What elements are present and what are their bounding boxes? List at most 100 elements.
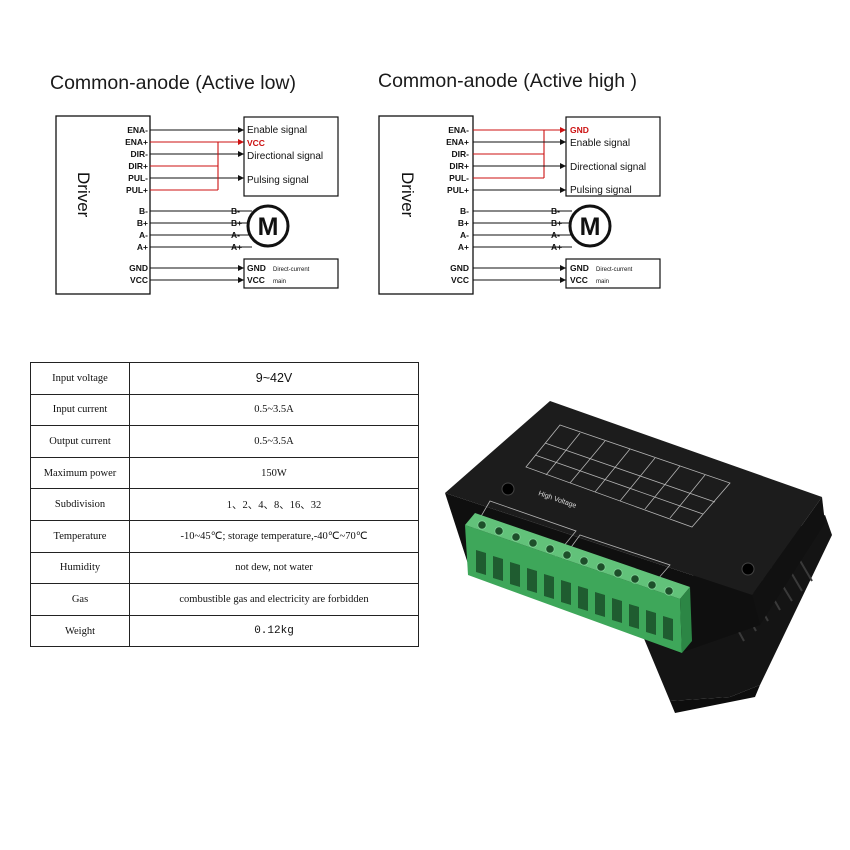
vcc-common-wires — [150, 141, 244, 191]
wiring-diagram-active-low: Driver ENA- ENA+ DIR- DIR+ PUL- PUL+ B- … — [55, 115, 339, 295]
motor-wires — [150, 210, 252, 248]
motor-pin-label: A+ — [551, 242, 562, 252]
power-gnd-label: GND — [570, 263, 589, 273]
directional-signal-label: Directional signal — [247, 151, 323, 162]
motor-icon — [246, 204, 290, 248]
power-desc-1: Direct-current — [596, 267, 633, 273]
spec-value: 0.5~3.5A — [129, 393, 419, 427]
motor-pin-label: A- — [231, 230, 240, 240]
motor-wires — [473, 210, 572, 248]
pin-label: ENA+ — [446, 137, 469, 147]
spec-value: combustible gas and electricity are forb… — [129, 583, 419, 616]
diagram-2-title: Common-anode (Active high ) — [378, 70, 638, 92]
spec-label: Input voltage — [30, 362, 130, 395]
driver-label: Driver — [74, 172, 93, 218]
spec-value: -10~45℃; storage temperature,-40℃~70℃ — [129, 519, 419, 553]
motor-pin-label: B+ — [231, 218, 242, 228]
spec-label: Weight — [30, 614, 130, 648]
spec-label: Temperature — [30, 519, 130, 553]
pin-label: VCC — [130, 275, 148, 285]
motor-pin-label: A- — [551, 230, 560, 240]
vcc-label: VCC — [247, 138, 265, 148]
spec-row: Humidity not dew, not water — [30, 551, 419, 585]
pin-label: A+ — [458, 242, 469, 252]
spec-row: Maximum power 150W — [30, 456, 419, 490]
pulsing-signal-label: Pulsing signal — [570, 185, 632, 196]
pin-label: DIR- — [131, 149, 149, 159]
pin-label: PUL- — [128, 173, 148, 183]
enable-signal-label: Enable signal — [570, 138, 630, 149]
power-desc-2: main — [273, 279, 286, 285]
pin-label: ENA- — [448, 125, 469, 135]
spec-label: Gas — [30, 583, 130, 616]
spec-row: Output current 0.5~3.5A — [30, 425, 419, 458]
motor-label: M — [580, 213, 601, 241]
spec-value: 0.5~3.5A — [129, 425, 419, 458]
gnd-label: GND — [570, 125, 589, 135]
wiring-diagram-active-high: Driver ENA- ENA+ DIR- DIR+ PUL- PUL+ B- … — [378, 115, 661, 295]
pin-label: DIR- — [452, 149, 470, 159]
pin-label: A- — [460, 230, 469, 240]
signal-box — [243, 116, 339, 197]
driver-box — [55, 115, 151, 295]
pin-label: ENA+ — [125, 137, 148, 147]
gnd-common-wires — [473, 129, 566, 179]
pin-label: B+ — [458, 218, 469, 228]
motor-label: M — [258, 213, 279, 241]
spec-row: Input voltage 9~42V — [30, 362, 419, 395]
spec-label: Maximum power — [30, 456, 130, 490]
spec-value: 9~42V — [129, 362, 419, 395]
pin-label: PUL+ — [126, 185, 148, 195]
pin-label: PUL- — [449, 173, 469, 183]
pin-label: VCC — [451, 275, 469, 285]
spec-row: Input current 0.5~3.5A — [30, 393, 419, 427]
spec-label: Humidity — [30, 551, 130, 585]
power-vcc-label: VCC — [247, 275, 265, 285]
terminal-block — [465, 513, 692, 653]
spec-row: Subdivision 1、2、4、8、16、32 — [30, 488, 419, 521]
pin-label: PUL+ — [447, 185, 469, 195]
mount-hole — [501, 482, 515, 496]
pin-label: A+ — [137, 242, 148, 252]
pulsing-signal-label: Pulsing signal — [247, 175, 309, 186]
case-side — [752, 497, 825, 625]
driver-box — [378, 115, 474, 295]
pin-label: DIR+ — [449, 161, 469, 171]
power-wires — [150, 267, 244, 281]
signal-box — [565, 116, 661, 197]
pin-label: B- — [139, 206, 148, 216]
spec-label: Input current — [30, 393, 130, 427]
signal-wires — [473, 141, 566, 191]
signal-wires — [150, 129, 244, 179]
pin-label: DIR+ — [128, 161, 148, 171]
power-gnd-label: GND — [247, 263, 266, 273]
spec-table: Input voltage 9~42V Input current 0.5~3.… — [30, 362, 419, 648]
driver-label: Driver — [398, 172, 417, 218]
enable-signal-label: Enable signal — [247, 125, 307, 136]
motor-icon — [568, 204, 612, 248]
pin-label: ENA- — [127, 125, 148, 135]
case-top — [445, 401, 822, 595]
pin-label: B- — [460, 206, 469, 216]
motor-pin-label: A+ — [231, 242, 242, 252]
pin-label: GND — [450, 263, 469, 273]
spec-value: 1、2、4、8、16、32 — [129, 488, 419, 521]
power-box — [243, 258, 339, 289]
power-desc-2: main — [596, 279, 609, 285]
mount-hole — [741, 562, 755, 576]
spec-row: Gas combustible gas and electricity are … — [30, 583, 419, 616]
power-desc-1: Direct-current — [273, 267, 310, 273]
spec-row: Weight 0.12kg — [30, 614, 419, 648]
spec-value: 150W — [129, 456, 419, 490]
power-wires — [473, 267, 566, 281]
pin-label: A- — [139, 230, 148, 240]
pin-label: GND — [129, 263, 148, 273]
power-box — [565, 258, 661, 289]
spec-row: Temperature -10~45℃; storage temperature… — [30, 519, 419, 553]
spec-value: not dew, not water — [129, 551, 419, 585]
spec-label: Output current — [30, 425, 130, 458]
motor-pin-label: B- — [231, 206, 240, 216]
motor-pin-label: B- — [551, 206, 560, 216]
spec-value: 0.12kg — [129, 614, 419, 648]
stepper-driver-photo: High Voltage — [445, 401, 832, 713]
